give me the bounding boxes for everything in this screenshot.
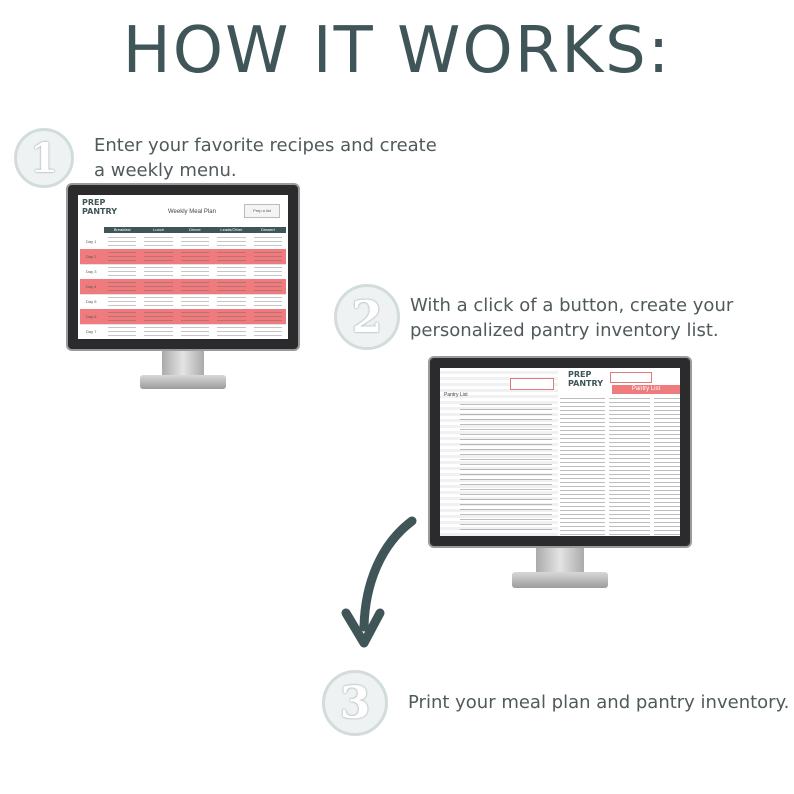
step-3-number: 3 <box>339 677 371 729</box>
step-3-badge: 3 <box>322 670 388 736</box>
page-title: HOW IT WORKS: <box>122 14 672 88</box>
step-1-text-line2: a weekly menu. <box>94 160 237 181</box>
meal-plan-row: Day 7 <box>80 324 286 339</box>
pantry-list-rows <box>560 398 680 536</box>
step-3-text-line1: Print your meal plan and pantry inventor… <box>408 692 790 713</box>
column-dessert: Dessert <box>260 227 275 232</box>
column-lunch: Lunch <box>153 227 165 232</box>
meal-plan-row: Day 1 <box>80 234 286 250</box>
pantry-list-banner: Pantry List <box>612 385 680 394</box>
meal-plan-row: Day 3 <box>80 264 286 280</box>
column-divider <box>605 398 609 536</box>
pantry-list-tab: Pantry List <box>444 392 468 398</box>
meal-plan-screen: PREP PANTRY Weekly Meal Plan Prep a list… <box>78 195 288 339</box>
column-leads-other: Leads/Other <box>220 227 243 232</box>
meal-plan-row: Day 5 <box>80 294 286 310</box>
monitor-stand-neck <box>162 351 204 377</box>
step-2-text: With a click of a button, create your pe… <box>410 293 733 343</box>
step-2-text-line2: personalized pantry inventory list. <box>410 320 719 341</box>
step-1-text: Enter your favorite recipes and create a… <box>94 133 437 183</box>
meal-plan-row: Day 4 <box>80 279 286 295</box>
step-3-text: Print your meal plan and pantry inventor… <box>408 690 789 715</box>
pantry-list-screen: Pantry List PREP PANTRY Pantry List <box>440 368 680 536</box>
curved-down-arrow-icon <box>341 516 417 648</box>
monitor-stand-foot <box>140 375 226 389</box>
column-breakfast: Breakfast <box>113 227 131 232</box>
column-divider <box>650 398 654 536</box>
callout-note <box>510 378 554 390</box>
prep-pantry-logo: PREP PANTRY <box>82 198 117 216</box>
callout-note <box>610 372 652 383</box>
step-2-number: 2 <box>351 291 383 343</box>
meal-plan-row: Day 6 <box>80 309 286 325</box>
meal-plan-monitor: PREP PANTRY Weekly Meal Plan Prep a list… <box>66 183 300 393</box>
monitor-stand-neck <box>536 548 584 574</box>
measurement-worksheet <box>440 368 558 536</box>
step-2-text-line1: With a click of a button, create your <box>410 295 734 316</box>
meal-plan-row: Day 2 <box>80 249 286 265</box>
column-dinner: Dinner <box>189 227 201 232</box>
step-1-number: 1 <box>30 134 58 182</box>
monitor-stand-foot <box>512 572 608 588</box>
step-1-badge: 1 <box>14 128 74 188</box>
meal-plan-sheet-title: Weekly Meal Plan <box>168 209 216 215</box>
pantry-list-monitor: Pantry List PREP PANTRY Pantry List <box>428 356 692 592</box>
meal-plan-column-header: Breakfast Lunch Dinner Leads/Other Desse… <box>104 227 286 233</box>
prep-pantry-logo: PREP PANTRY <box>568 370 603 388</box>
step-2-badge: 2 <box>334 284 400 350</box>
step-1-text-line1: Enter your favorite recipes and create <box>94 135 437 156</box>
prep-list-button[interactable]: Prep a list <box>244 204 280 218</box>
